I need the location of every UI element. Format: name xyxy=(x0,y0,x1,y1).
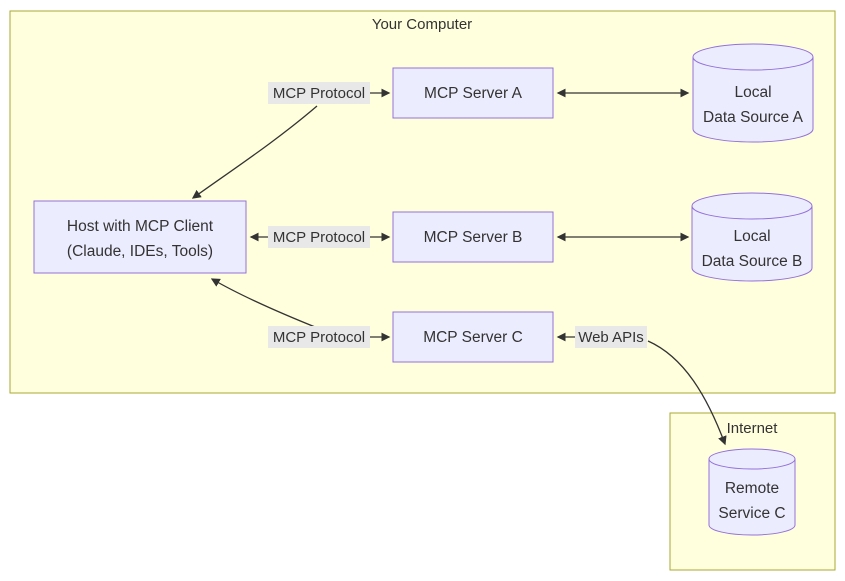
cylinder-a-top xyxy=(692,43,814,71)
edge-label-mcp-protocol-c: MCP Protocol xyxy=(268,326,370,348)
node-data-a-label-line1: Local xyxy=(734,84,771,101)
node-server-c-box xyxy=(392,311,554,363)
cluster-internet: Internet xyxy=(669,412,836,571)
edge-label-web-apis: Web APIs xyxy=(575,326,647,348)
node-server-b-label: MCP Server B xyxy=(424,229,523,246)
edge-server-c-to-host-curve xyxy=(210,278,321,330)
cylinder-c-top xyxy=(708,448,796,470)
cylinder-b-top xyxy=(691,192,813,220)
node-server-c-label: MCP Server C xyxy=(423,329,523,346)
node-mcp-server-a: MCP Server A xyxy=(392,67,554,119)
edge-label-webapis-text: Web APIs xyxy=(578,329,644,346)
node-data-a-label-line2: Data Source A xyxy=(703,109,804,126)
edge-label-mcp-a-bg xyxy=(268,82,370,104)
edge-label-mcp-a-text: MCP Protocol xyxy=(273,85,365,102)
node-mcp-server-c: MCP Server C xyxy=(392,311,554,363)
node-host-label-line1: Host with MCP Client xyxy=(67,218,214,235)
node-host-label-line2: (Claude, IDEs, Tools) xyxy=(67,243,213,260)
edge-label-mcp-b-bg xyxy=(268,226,370,248)
edge-label-mcp-c-bg xyxy=(268,326,370,348)
edge-label-mcp-c-text: MCP Protocol xyxy=(273,329,365,346)
cluster-your-computer-title: Your Computer xyxy=(372,16,472,33)
node-local-data-source-a: Local Data Source A xyxy=(692,43,814,143)
edge-label-mcp-protocol-a: MCP Protocol xyxy=(268,82,370,104)
node-data-b-label-line2: Data Source B xyxy=(702,253,803,270)
node-server-a-box xyxy=(392,67,554,119)
cluster-internet-title: Internet xyxy=(727,420,779,437)
node-host: Host with MCP Client (Claude, IDEs, Tool… xyxy=(33,200,247,274)
edge-label-webapis-bg xyxy=(575,326,647,348)
node-data-b-label-line1: Local xyxy=(733,228,770,245)
node-host-box xyxy=(33,200,247,274)
edge-label-mcp-protocol-b: MCP Protocol xyxy=(268,226,370,248)
cylinder-a-body xyxy=(692,57,814,143)
node-local-data-source-b: Local Data Source B xyxy=(691,192,813,282)
node-server-a-label: MCP Server A xyxy=(424,85,523,102)
edge-label-mcp-b-text: MCP Protocol xyxy=(273,229,365,246)
node-server-b-box xyxy=(392,211,554,263)
node-remote-c-label-line1: Remote xyxy=(725,480,779,497)
node-mcp-server-b: MCP Server B xyxy=(392,211,554,263)
edge-webapis-to-remote-c-curve xyxy=(647,340,727,446)
cluster-internet-box xyxy=(669,412,836,571)
edge-server-a-to-host-curve xyxy=(191,105,318,199)
cylinder-c-body xyxy=(708,459,796,536)
cylinder-b-body xyxy=(691,206,813,282)
node-remote-service-c: Remote Service C xyxy=(708,448,796,536)
node-remote-c-label-line2: Service C xyxy=(718,505,785,522)
